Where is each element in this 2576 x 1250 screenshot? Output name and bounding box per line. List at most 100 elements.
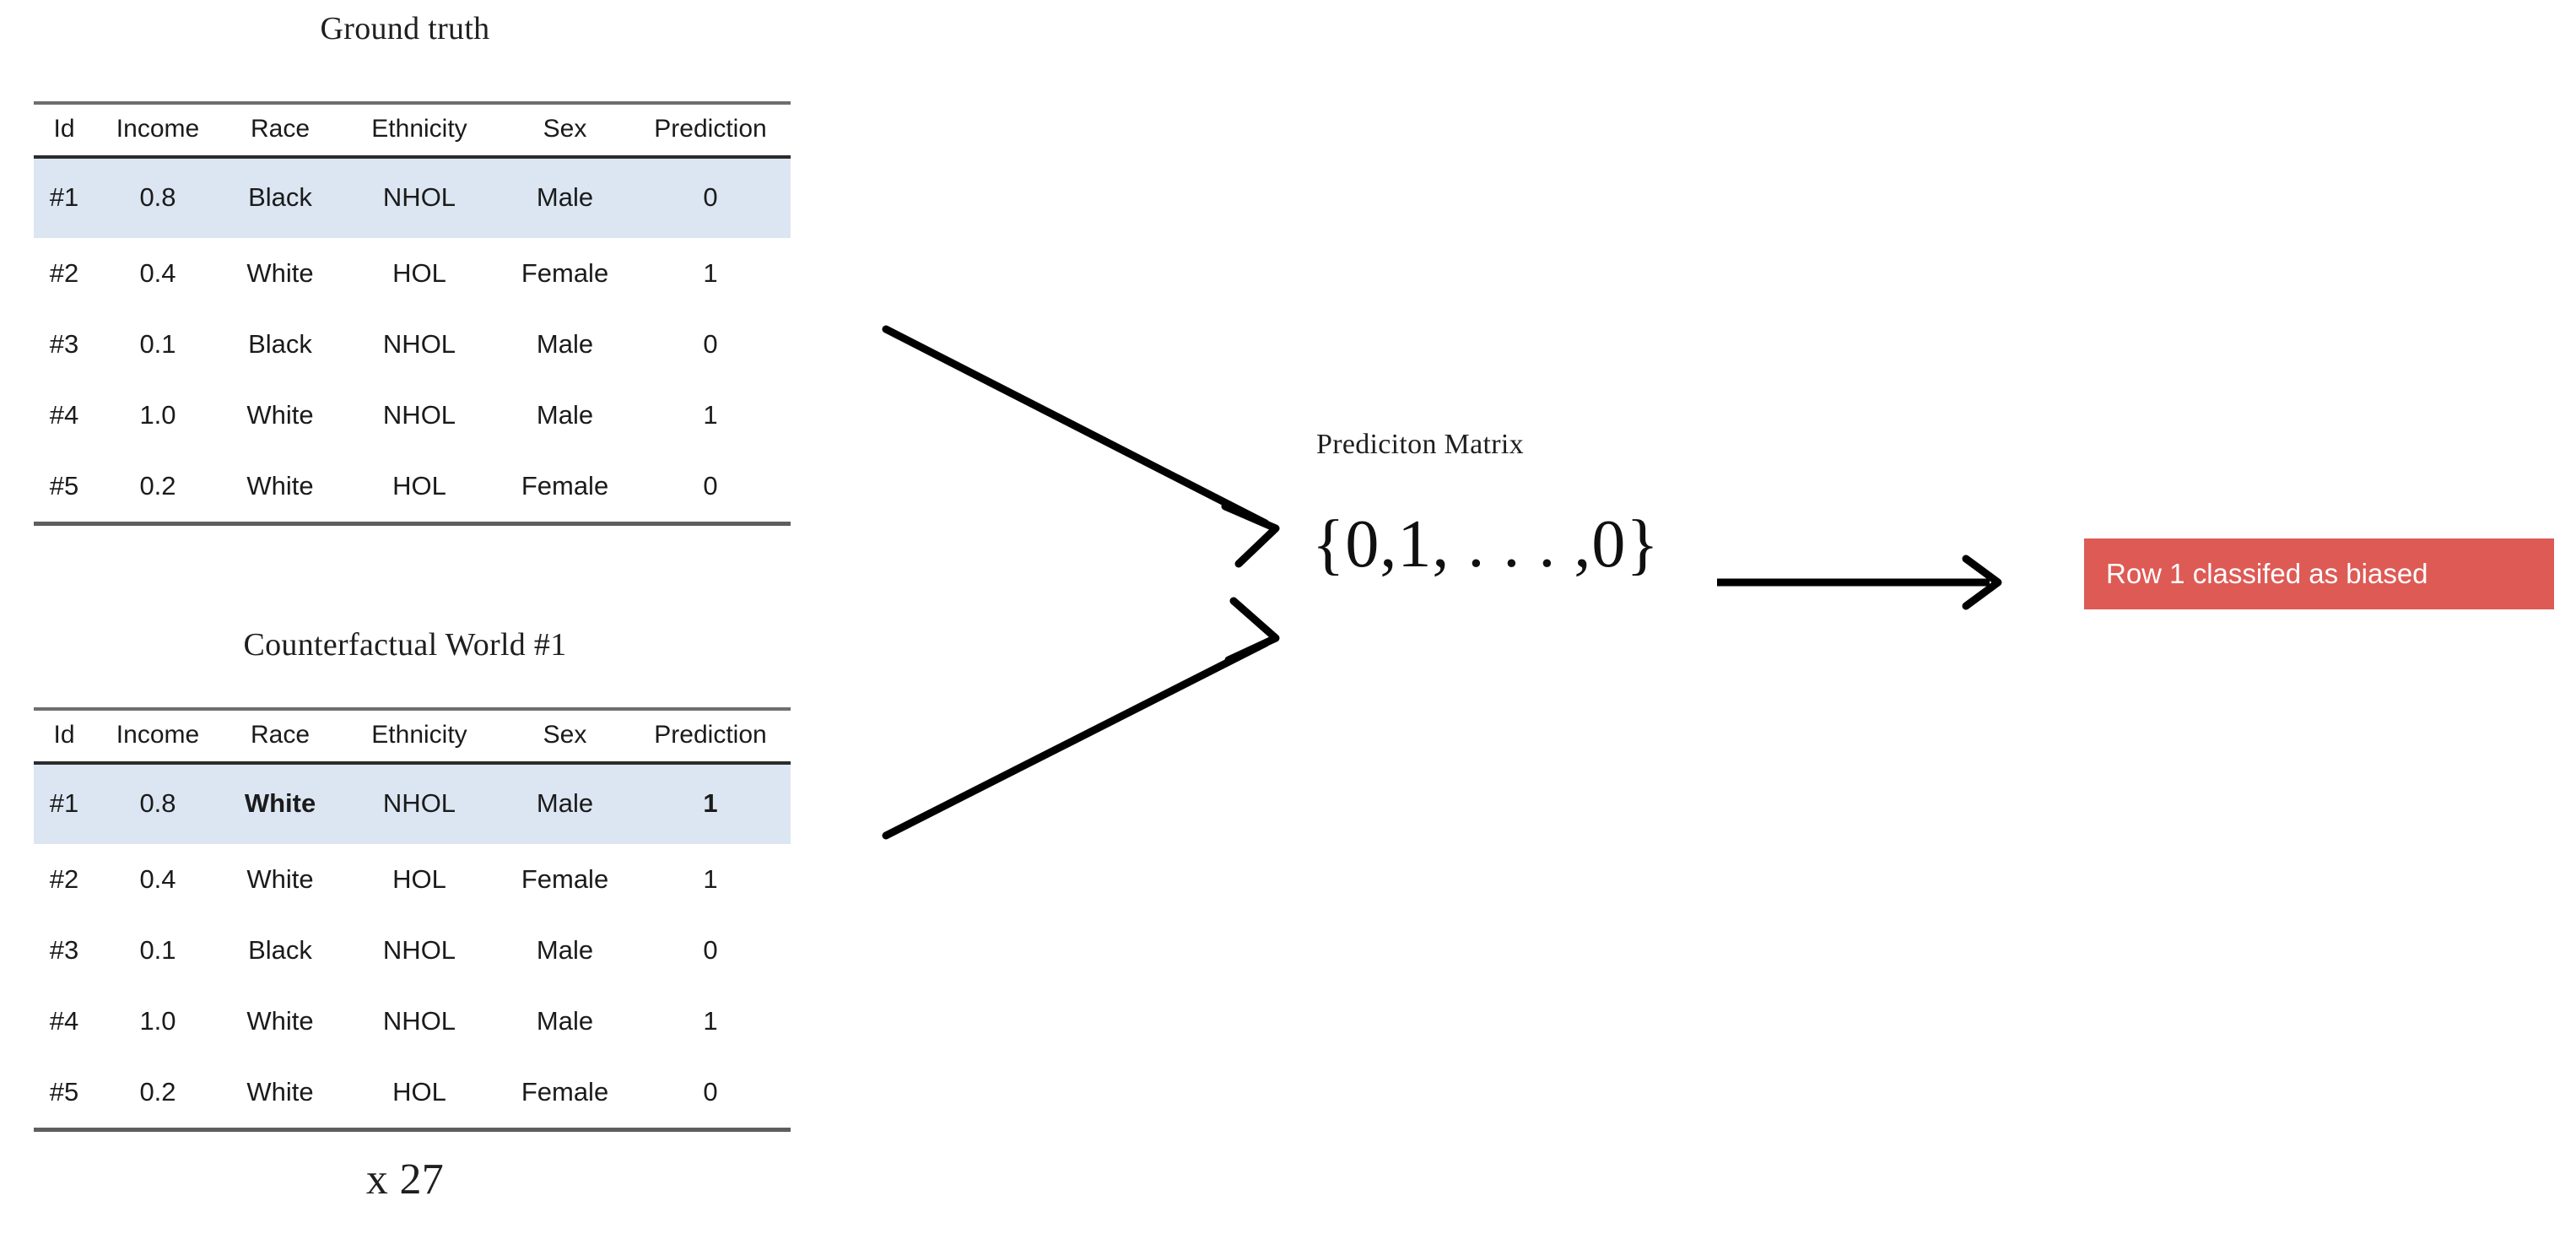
cell-id: #4 — [49, 400, 79, 430]
cell-sex: Male — [536, 329, 594, 359]
cell-prediction: 1 — [703, 258, 718, 288]
cell-race: White — [246, 471, 314, 501]
table-row: #1 0.8 White NHOL Male 1 — [34, 763, 791, 844]
cell-race: White — [246, 1077, 314, 1107]
prediction-matrix-value: {0,1, . . . ,0} — [1312, 507, 1660, 582]
column-header-income: Income — [116, 721, 200, 749]
bias-result-label: Row 1 classifed as biased — [2106, 558, 2428, 589]
column-header-race: Race — [250, 721, 311, 749]
arrow-counterfactual-to-matrix — [882, 597, 1280, 840]
cell-race: Black — [248, 329, 312, 359]
table-header: Id Income Race Ethnicity Sex Prediction — [34, 709, 791, 763]
counterfactual-multiplier-label: x 27 — [365, 1155, 445, 1204]
cell-sex: Female — [521, 864, 609, 894]
cell-id: #3 — [49, 935, 79, 965]
column-header-ethnicity: Ethnicity — [371, 115, 467, 143]
cell-prediction: 0 — [703, 1077, 718, 1107]
cell-id: #5 — [49, 471, 79, 501]
ground-truth-table: Id Income Race Ethnicity Sex Prediction … — [34, 101, 791, 526]
cell-sex: Male — [536, 935, 594, 965]
column-header-prediction: Prediction — [654, 115, 767, 143]
cell-race: White — [246, 864, 314, 894]
cell-prediction: 1 — [703, 788, 718, 818]
table-row: #4 1.0 White NHOL Male 1 — [34, 986, 791, 1057]
cell-ethnicity: HOL — [392, 864, 446, 894]
cell-race: Black — [248, 182, 312, 212]
cell-income: 0.2 — [139, 1077, 176, 1107]
cell-prediction: 1 — [703, 864, 718, 894]
cell-income: 0.1 — [139, 329, 176, 359]
cell-prediction: 0 — [703, 935, 718, 965]
cell-id: #1 — [49, 788, 79, 818]
cell-sex: Female — [521, 258, 609, 288]
column-header-ethnicity: Ethnicity — [371, 721, 467, 749]
counterfactual-title: Counterfactual World #1 — [243, 627, 567, 663]
cell-id: #1 — [49, 182, 79, 212]
cell-ethnicity: NHOL — [382, 182, 456, 212]
cell-prediction: 0 — [703, 182, 718, 212]
cell-sex: Male — [536, 1006, 594, 1036]
counterfactual-table: Id Income Race Ethnicity Sex Prediction … — [34, 707, 791, 1132]
cell-income: 0.8 — [139, 788, 176, 818]
table-body: #1 0.8 Black NHOL Male 0 #2 0.4 White HO… — [34, 157, 791, 524]
table-header-row: Id Income Race Ethnicity Sex Prediction — [34, 709, 791, 763]
cell-income: 0.1 — [139, 935, 176, 965]
cell-race: White — [246, 258, 314, 288]
column-header-id: Id — [53, 115, 75, 143]
table-row: #1 0.8 Black NHOL Male 0 — [34, 157, 791, 238]
ground-truth-title: Ground truth — [320, 11, 490, 46]
cell-ethnicity: NHOL — [382, 935, 456, 965]
cell-race: White — [244, 788, 316, 818]
bias-result-badge: Row 1 classifed as biased — [2084, 538, 2554, 609]
cell-race: White — [246, 1006, 314, 1036]
column-header-sex: Sex — [543, 115, 587, 143]
cell-sex: Male — [536, 400, 594, 430]
cell-sex: Male — [536, 182, 594, 212]
cell-income: 0.4 — [139, 864, 176, 894]
table-header-row: Id Income Race Ethnicity Sex Prediction — [34, 103, 791, 157]
cell-income: 0.8 — [139, 182, 176, 212]
cell-sex: Female — [521, 1077, 609, 1107]
table-row: #3 0.1 Black NHOL Male 0 — [34, 309, 791, 380]
cell-ethnicity: NHOL — [382, 400, 456, 430]
cell-race: White — [246, 400, 314, 430]
cell-ethnicity: NHOL — [382, 329, 456, 359]
table-body: #1 0.8 White NHOL Male 1 #2 0.4 White HO… — [34, 763, 791, 1130]
arrow-matrix-to-result — [1717, 555, 2002, 610]
cell-sex: Female — [521, 471, 609, 501]
cell-ethnicity: HOL — [392, 471, 446, 501]
cell-income: 0.2 — [139, 471, 176, 501]
cell-prediction: 1 — [703, 1006, 718, 1036]
cell-income: 1.0 — [139, 400, 176, 430]
table-row: #2 0.4 White HOL Female 1 — [34, 238, 791, 309]
cell-race: Black — [248, 935, 312, 965]
cell-prediction: 1 — [703, 400, 718, 430]
table-row: #3 0.1 Black NHOL Male 0 — [34, 915, 791, 986]
cell-prediction: 0 — [703, 329, 718, 359]
prediction-matrix-title: Prediciton Matrix — [1316, 429, 1524, 460]
column-header-sex: Sex — [543, 721, 587, 749]
cell-id: #3 — [49, 329, 79, 359]
cell-income: 1.0 — [139, 1006, 176, 1036]
table-row: #2 0.4 White HOL Female 1 — [34, 844, 791, 915]
column-header-race: Race — [250, 115, 311, 143]
cell-ethnicity: HOL — [392, 258, 446, 288]
arrow-ground-truth-to-matrix — [882, 325, 1280, 568]
cell-income: 0.4 — [139, 258, 176, 288]
cell-ethnicity: HOL — [392, 1077, 446, 1107]
cell-id: #4 — [49, 1006, 79, 1036]
column-header-id: Id — [53, 721, 75, 749]
cell-id: #5 — [49, 1077, 79, 1107]
cell-sex: Male — [536, 788, 594, 818]
cell-id: #2 — [49, 864, 79, 894]
table-row: #5 0.2 White HOL Female 0 — [34, 451, 791, 524]
column-header-income: Income — [116, 115, 200, 143]
column-header-prediction: Prediction — [654, 721, 767, 749]
cell-ethnicity: NHOL — [382, 1006, 456, 1036]
cell-id: #2 — [49, 258, 79, 288]
table-row: #5 0.2 White HOL Female 0 — [34, 1057, 791, 1130]
table-row: #4 1.0 White NHOL Male 1 — [34, 380, 791, 451]
cell-ethnicity: NHOL — [382, 788, 456, 818]
table-header: Id Income Race Ethnicity Sex Prediction — [34, 103, 791, 157]
cell-prediction: 0 — [703, 471, 718, 501]
